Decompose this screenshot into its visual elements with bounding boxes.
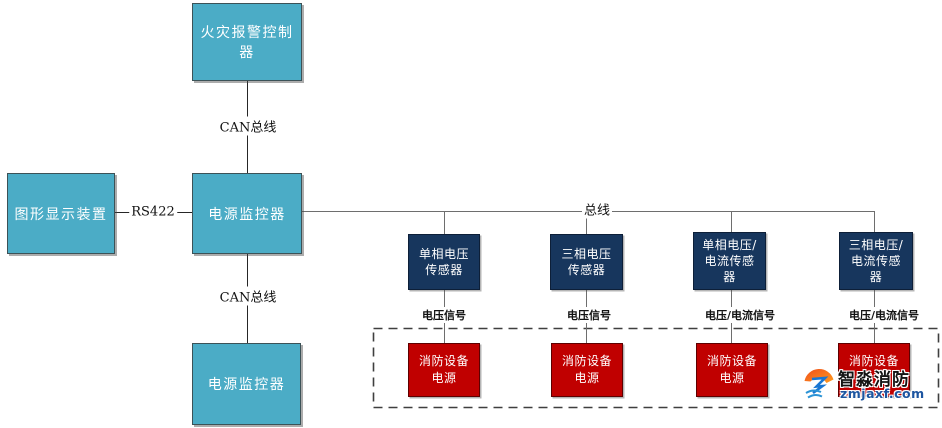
node-label: 电源 [431, 371, 457, 385]
node-fire-power-supply-1: 消防设备 电源 [408, 343, 480, 397]
link-label-rs422: RS422 [129, 204, 177, 220]
node-label: 单相电压 [418, 247, 469, 261]
node-label: 三相电压 [561, 247, 612, 261]
node-label: 消防设备 [848, 354, 899, 368]
node-power-monitor-secondary: 电源监控器 [192, 343, 301, 425]
link-label-can-bus-bottom: CAN总线 [217, 286, 279, 306]
node-label: 传感器 [567, 263, 606, 277]
node-power-monitor-main: 电源监控器 [192, 173, 302, 254]
node-label: 消防设备 [561, 354, 612, 368]
node-sensor-three-phase-voltage: 三相电压 传感器 [550, 234, 623, 290]
node-sensor-single-phase-voltage: 单相电压 传感器 [408, 234, 480, 290]
watermark-brand: 智淼消防 [838, 370, 910, 390]
node-label: 消防设备 [706, 354, 757, 368]
node-fire-alarm-controller: 火灾报警控制器 [192, 3, 302, 81]
node-label: 消防设备 [418, 354, 469, 368]
node-graphic-display: 图形显示装置 [7, 173, 115, 254]
node-label: 图形显示装置 [14, 206, 108, 223]
link-label-can-bus-top: CAN总线 [217, 116, 279, 136]
watermark-site: zmjaxf.com [840, 386, 925, 401]
node-fire-power-supply-2: 消防设备 电源 [551, 343, 623, 397]
node-label: 单相电压/ [702, 238, 757, 252]
node-label: 火灾报警控制器 [200, 25, 294, 61]
connector-bus-drop-1 [444, 211, 445, 234]
connector-bus-drop-4 [874, 211, 875, 232]
node-label: 电源监控器 [207, 377, 286, 393]
node-label: 电源监控器 [208, 206, 286, 223]
node-label: 器 [723, 270, 736, 284]
link-label-bus: 总线 [581, 199, 613, 219]
watermark-logo-icon [803, 367, 835, 399]
watermark: 智淼消防 zmjaxf.com [802, 364, 942, 410]
node-sensor-single-phase-voltage-current: 单相电压/ 电流传感 器 [693, 232, 766, 290]
signal-label-1: 电压信号 [420, 307, 468, 323]
node-label: 器 [869, 270, 883, 284]
signal-label-4: 电压/电流信号 [846, 307, 922, 323]
signal-label-2: 电压信号 [565, 307, 613, 323]
connector-bus-drop-2 [586, 211, 587, 234]
node-sensor-three-phase-voltage-current: 三相电压/ 电流传感 器 [839, 232, 913, 290]
node-label: 电源 [861, 371, 887, 385]
node-label: 电流传感 [704, 254, 755, 268]
node-fire-power-supply-3: 消防设备 电源 [696, 343, 768, 397]
node-label: 传感器 [425, 263, 463, 277]
node-fire-power-supply-4: 消防设备 电源 [838, 343, 910, 397]
connector-bus-drop-3 [731, 211, 732, 232]
node-label: 电源 [574, 371, 600, 385]
node-label: 电源 [719, 371, 745, 385]
node-label: 电流传感 [850, 254, 901, 268]
node-label: 三相电压/ [848, 238, 904, 252]
signal-label-3: 电压/电流信号 [702, 307, 778, 323]
